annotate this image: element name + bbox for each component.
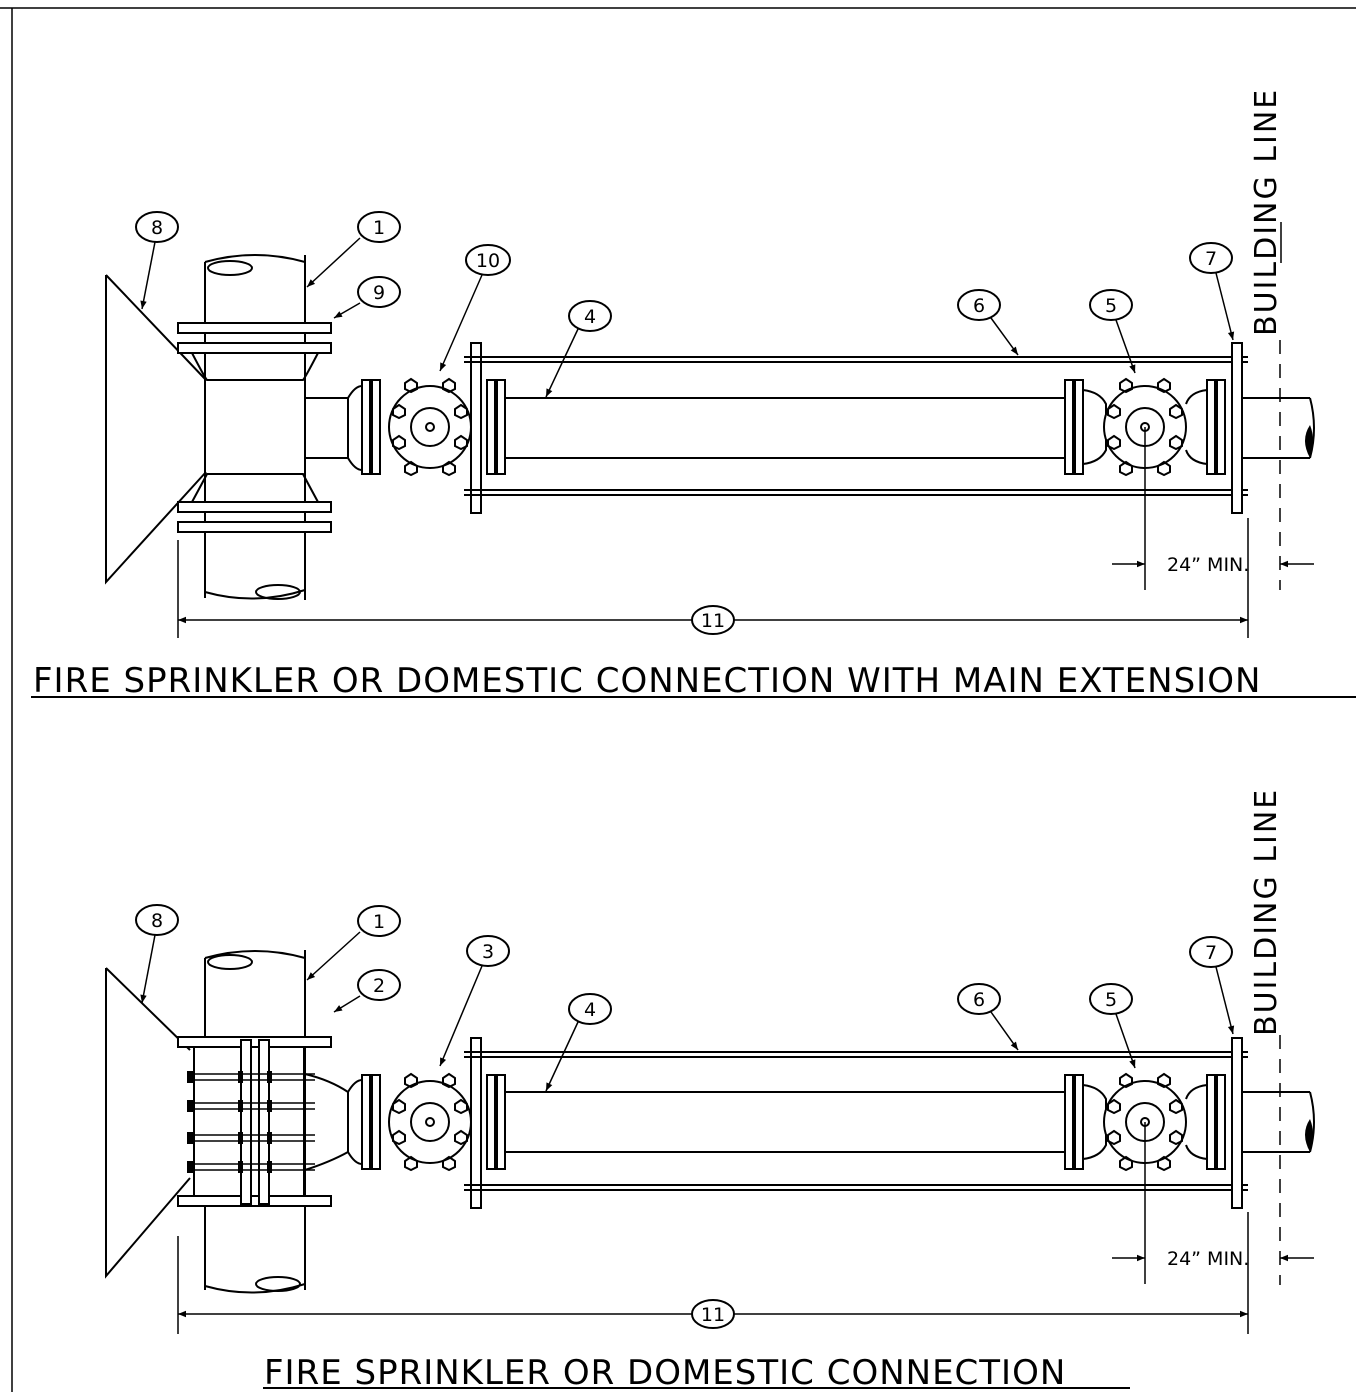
detail-main-extension: BUILDING LINE 24” MIN. 8 1 [31,88,1356,701]
callout-5: 5 [1089,289,1136,374]
callout-9: 9 [333,276,401,319]
thrust-block [105,967,191,1279]
svg-text:11: 11 [701,610,725,632]
callout-6: 6 [957,983,1019,1051]
flange-building-side [1206,1074,1226,1170]
callout-2: 2 [333,969,401,1013]
svg-text:4: 4 [584,306,596,328]
svg-text:6: 6 [973,295,985,317]
svg-text:7: 7 [1205,942,1217,964]
svg-text:2: 2 [373,975,385,997]
svg-text:5: 5 [1105,989,1117,1011]
tie-plate-left [470,342,482,514]
callout-4: 4 [545,300,612,398]
service-valve [1103,377,1208,477]
min-distance-label: 24” MIN. [1167,1248,1249,1270]
thrust-block [105,274,207,585]
callout-7: 7 [1189,242,1235,341]
tie-rods [464,1051,1248,1191]
building-line-label: BUILDING LINE [1249,788,1284,1036]
svg-text:4: 4 [584,999,596,1021]
flange-right-spool [1064,1074,1107,1170]
tie-rods [464,356,1248,496]
tie-plate-right [1231,342,1243,514]
min-distance-dimension: 24” MIN. [1112,1122,1314,1284]
callout-7: 7 [1189,936,1235,1035]
overall-dimension [177,518,1249,638]
callout-8: 8 [135,211,179,310]
gate-valve [388,377,479,477]
flange-right-spool [1064,379,1107,475]
flange-building-side [1206,379,1226,475]
tapping-valve [388,1072,479,1172]
main-pipe [204,254,306,600]
overall-dimension [177,1212,1249,1334]
svg-text:1: 1 [373,911,385,933]
svg-text:8: 8 [151,910,163,932]
callout-5: 5 [1089,983,1136,1069]
spool-pipe [505,1091,1065,1153]
callout-11: 11 [691,1299,735,1329]
callout-3: 3 [439,935,510,1067]
service-pipe [1242,1091,1315,1153]
svg-text:1: 1 [373,217,385,239]
min-distance-label: 24” MIN. [1167,554,1249,576]
svg-text:7: 7 [1205,248,1217,270]
svg-text:6: 6 [973,989,985,1011]
min-distance-dimension: 24” MIN. [1112,427,1314,590]
svg-text:5: 5 [1105,295,1117,317]
service-pipe [1242,397,1315,459]
detail-domestic-connection: BUILDING LINE 24” MIN. 8 1 2 [105,788,1315,1392]
spool-pipe [505,397,1065,459]
callout-11: 11 [691,605,735,635]
valve-flange-left [347,1074,381,1170]
svg-text:9: 9 [373,282,385,304]
svg-text:8: 8 [151,217,163,239]
callout-6: 6 [957,289,1019,356]
tie-plate-right [1231,1037,1243,1209]
detail-title: FIRE SPRINKLER OR DOMESTIC CONNECTION [264,1353,1066,1392]
flange-left-spool [486,1074,506,1170]
tee-fitting [177,322,348,533]
callout-10: 10 [439,244,511,372]
callout-1: 1 [306,211,401,288]
svg-text:11: 11 [701,1304,725,1326]
tapping-sleeve [177,1036,349,1207]
building-line-label: BUILDING LINE [1249,88,1284,336]
service-valve [1103,1072,1208,1172]
valve-flange-left [347,379,381,475]
svg-text:10: 10 [476,250,500,272]
callout-4: 4 [545,993,612,1092]
detail-title: FIRE SPRINKLER OR DOMESTIC CONNECTION WI… [33,661,1261,701]
flange-left-spool [486,379,506,475]
tie-plate-left [470,1037,482,1209]
svg-text:3: 3 [482,941,494,963]
callout-1: 1 [306,905,401,981]
callout-8: 8 [135,904,179,1004]
